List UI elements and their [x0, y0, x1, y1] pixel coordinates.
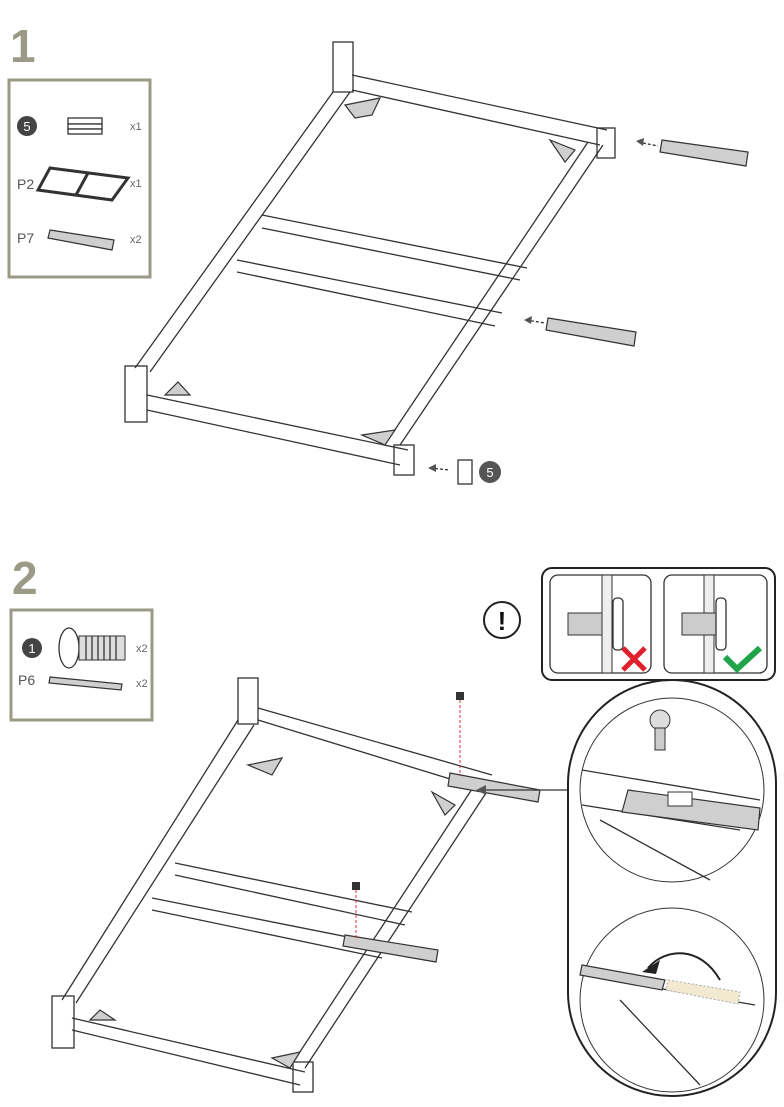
screw-top: [456, 692, 464, 700]
part-p2-qty: x1: [130, 178, 142, 190]
step-2-frame-diagram: [51, 677, 568, 1093]
check-icon: [722, 645, 763, 674]
end-cap-icon: [67, 117, 103, 135]
step-1-parts-box: 5 x1 P2 x1 P7 x2: [7, 78, 152, 279]
cross-icon: [621, 646, 647, 672]
callout-badge: [479, 461, 501, 483]
part-p7-label: P7: [17, 230, 34, 246]
step-2-number: 2: [12, 552, 38, 604]
rail-part-top: [659, 139, 749, 167]
plate-icon: [48, 676, 123, 691]
plate-middle: [342, 934, 439, 963]
detail-callout: [567, 679, 777, 1097]
step-1-number: 1: [10, 20, 36, 72]
part-p6-qty: x2: [136, 678, 148, 690]
correct-example: [663, 574, 768, 674]
rail-part-middle: [545, 317, 637, 347]
arrow-icon: [476, 785, 486, 795]
step-2-parts-box: 1 x2 P6 x2: [9, 608, 154, 722]
step-1-frame-diagram: 5: [124, 41, 749, 485]
screw-icon: [58, 627, 126, 669]
bracket-frame-icon: [35, 166, 131, 202]
warning-panel: !: [483, 567, 776, 681]
part-1-badge: 1: [28, 641, 35, 656]
part-p7-qty: x2: [130, 234, 142, 246]
part-5-qty: x1: [130, 121, 142, 133]
callout-5: 5: [486, 465, 493, 480]
part-1-qty: x2: [136, 643, 148, 655]
incorrect-example: [549, 574, 652, 674]
rail-icon: [47, 229, 115, 251]
rotate-arrow-icon: [647, 952, 721, 981]
part-5-badge: 5: [23, 119, 30, 134]
part-p6-label: P6: [18, 672, 35, 688]
screw-middle: [352, 882, 360, 890]
warning-icon: !: [498, 606, 507, 636]
part-p2-label: P2: [17, 176, 34, 192]
end-cap-part: [457, 459, 473, 485]
plate-top: [447, 772, 541, 803]
